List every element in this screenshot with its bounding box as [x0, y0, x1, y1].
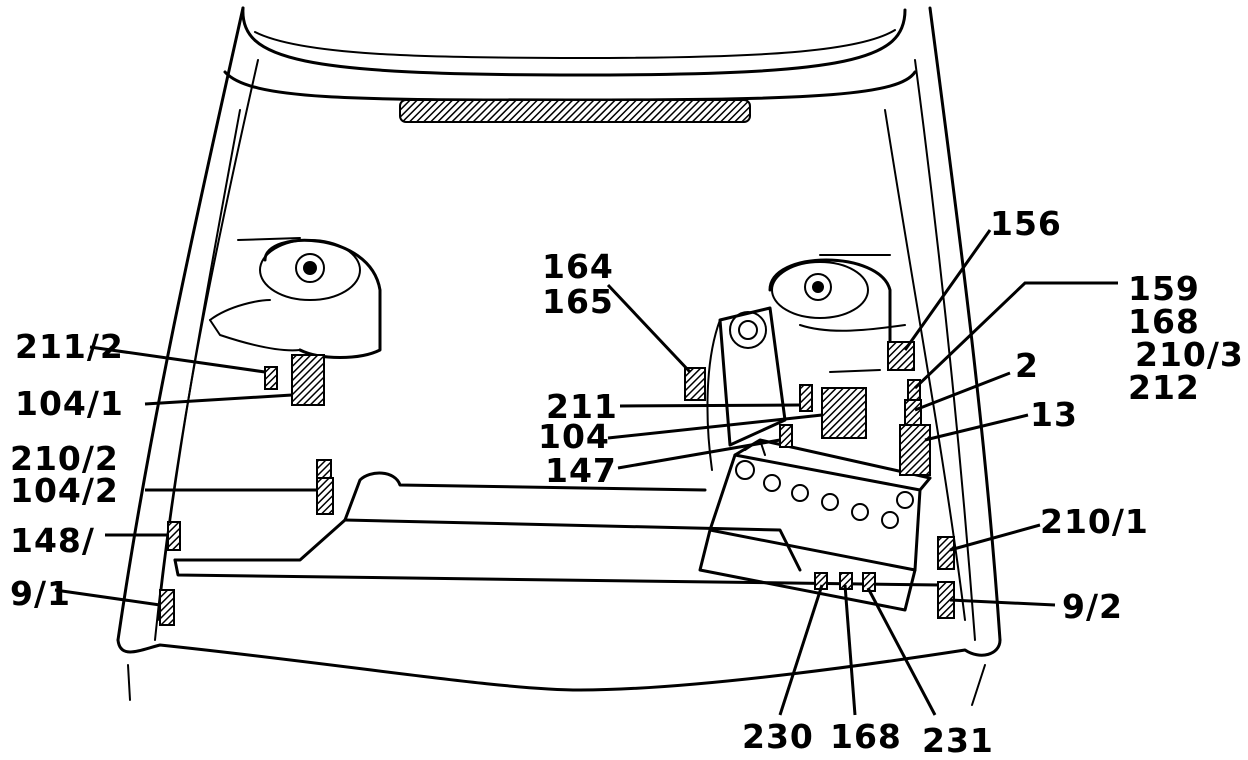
- connectors: [159, 341, 955, 626]
- label-211: 211: [546, 387, 618, 426]
- label-210-3: 210/3: [1135, 335, 1244, 374]
- label-211-2: 211/2: [15, 327, 124, 366]
- connector-9-1: [159, 589, 175, 626]
- label-164: 164: [542, 247, 614, 286]
- label-159: 159: [1128, 269, 1200, 308]
- label-9-2: 9/2: [1062, 587, 1123, 626]
- label-210-2: 210/2: [10, 439, 119, 478]
- connector-211: [799, 384, 813, 412]
- label-168a: 168: [1128, 302, 1200, 341]
- battery: [698, 438, 932, 612]
- label-212: 212: [1128, 368, 1200, 407]
- connector-164-165: [684, 367, 706, 401]
- label-230: 230: [742, 717, 814, 756]
- labels: 156 164 165 159 168 210/3 212 211/2 104/…: [10, 204, 1244, 760]
- label-147: 147: [545, 451, 617, 490]
- label-165: 165: [542, 282, 614, 321]
- connector-148: [167, 521, 181, 551]
- radiator-support: [173, 471, 942, 587]
- vehicle-body-outline: [116, 6, 1002, 706]
- label-104-2: 104/2: [10, 471, 119, 510]
- label-156: 156: [990, 204, 1062, 243]
- label-148: 148/: [10, 521, 95, 560]
- label-13: 13: [1030, 395, 1078, 434]
- connector-13: [899, 424, 931, 476]
- connector-210-1: [937, 536, 955, 570]
- label-168b: 168: [830, 717, 902, 756]
- label-231: 231: [922, 721, 994, 760]
- connector-104: [821, 387, 867, 439]
- label-2: 2: [1015, 346, 1039, 385]
- connector-147: [779, 424, 793, 448]
- connector-156: [887, 341, 915, 371]
- right-strut-tower: [768, 254, 906, 373]
- label-104: 104: [538, 417, 610, 456]
- label-104-1: 104/1: [15, 384, 124, 423]
- left-strut-tower: [209, 237, 382, 359]
- connector-211-2: [264, 366, 278, 390]
- connector-104-2: [316, 477, 334, 515]
- connector-104-1: [291, 354, 325, 406]
- label-9-1: 9/1: [10, 574, 71, 613]
- leader-lines: [54, 229, 1118, 716]
- label-210-1: 210/1: [1040, 502, 1149, 541]
